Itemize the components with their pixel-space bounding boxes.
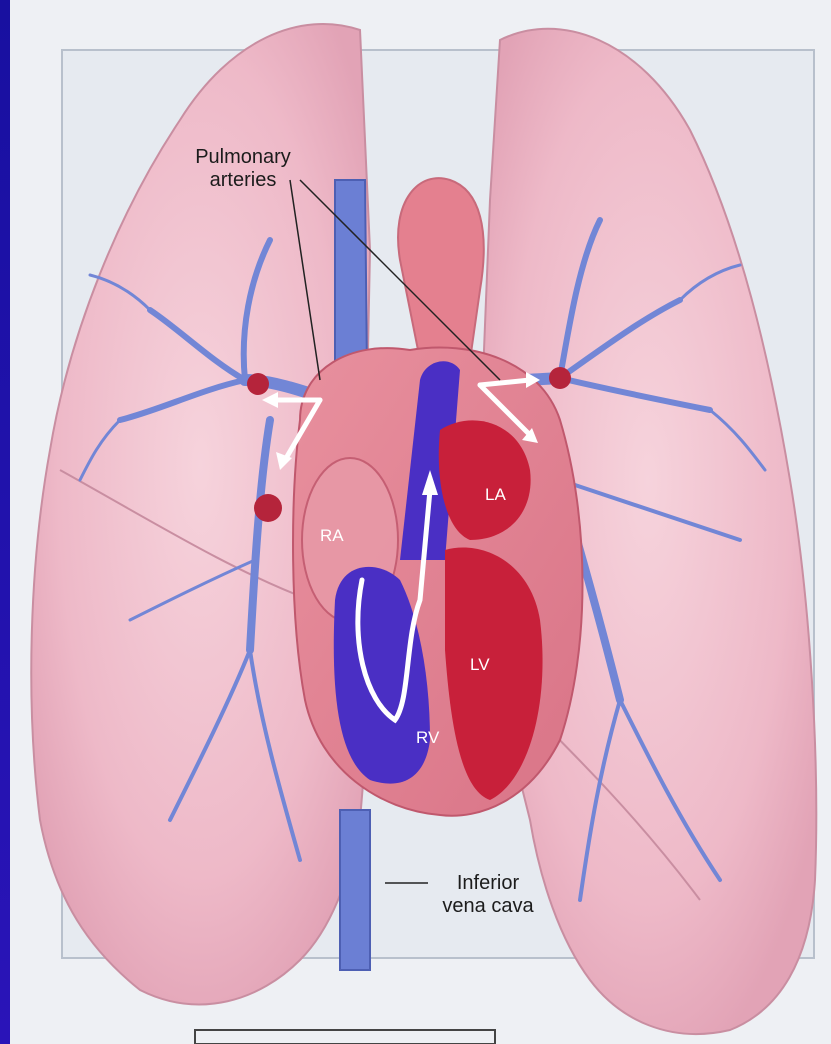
- hilar-node-left-upper: [549, 367, 571, 389]
- inferior-vena-cava-label-line2: vena cava: [428, 895, 548, 918]
- hilar-node-right-upper: [247, 373, 269, 395]
- pulmonary-arteries-label: Pulmonary arteries: [178, 146, 308, 192]
- inferior-vena-cava: [340, 810, 370, 970]
- chamber-label-rv: RV: [416, 728, 439, 748]
- inferior-vena-cava-label: Inferior vena cava: [428, 872, 548, 918]
- inferior-vena-cava-label-line1: Inferior: [428, 872, 548, 895]
- hilar-node-right-lower: [254, 494, 282, 522]
- chamber-label-lv: LV: [470, 655, 490, 675]
- pulmonary-arteries-label-line2: arteries: [178, 169, 308, 192]
- pulmonary-arteries-label-line1: Pulmonary: [178, 146, 308, 169]
- chamber-label-la: LA: [485, 485, 506, 505]
- chamber-label-ra: RA: [320, 526, 344, 546]
